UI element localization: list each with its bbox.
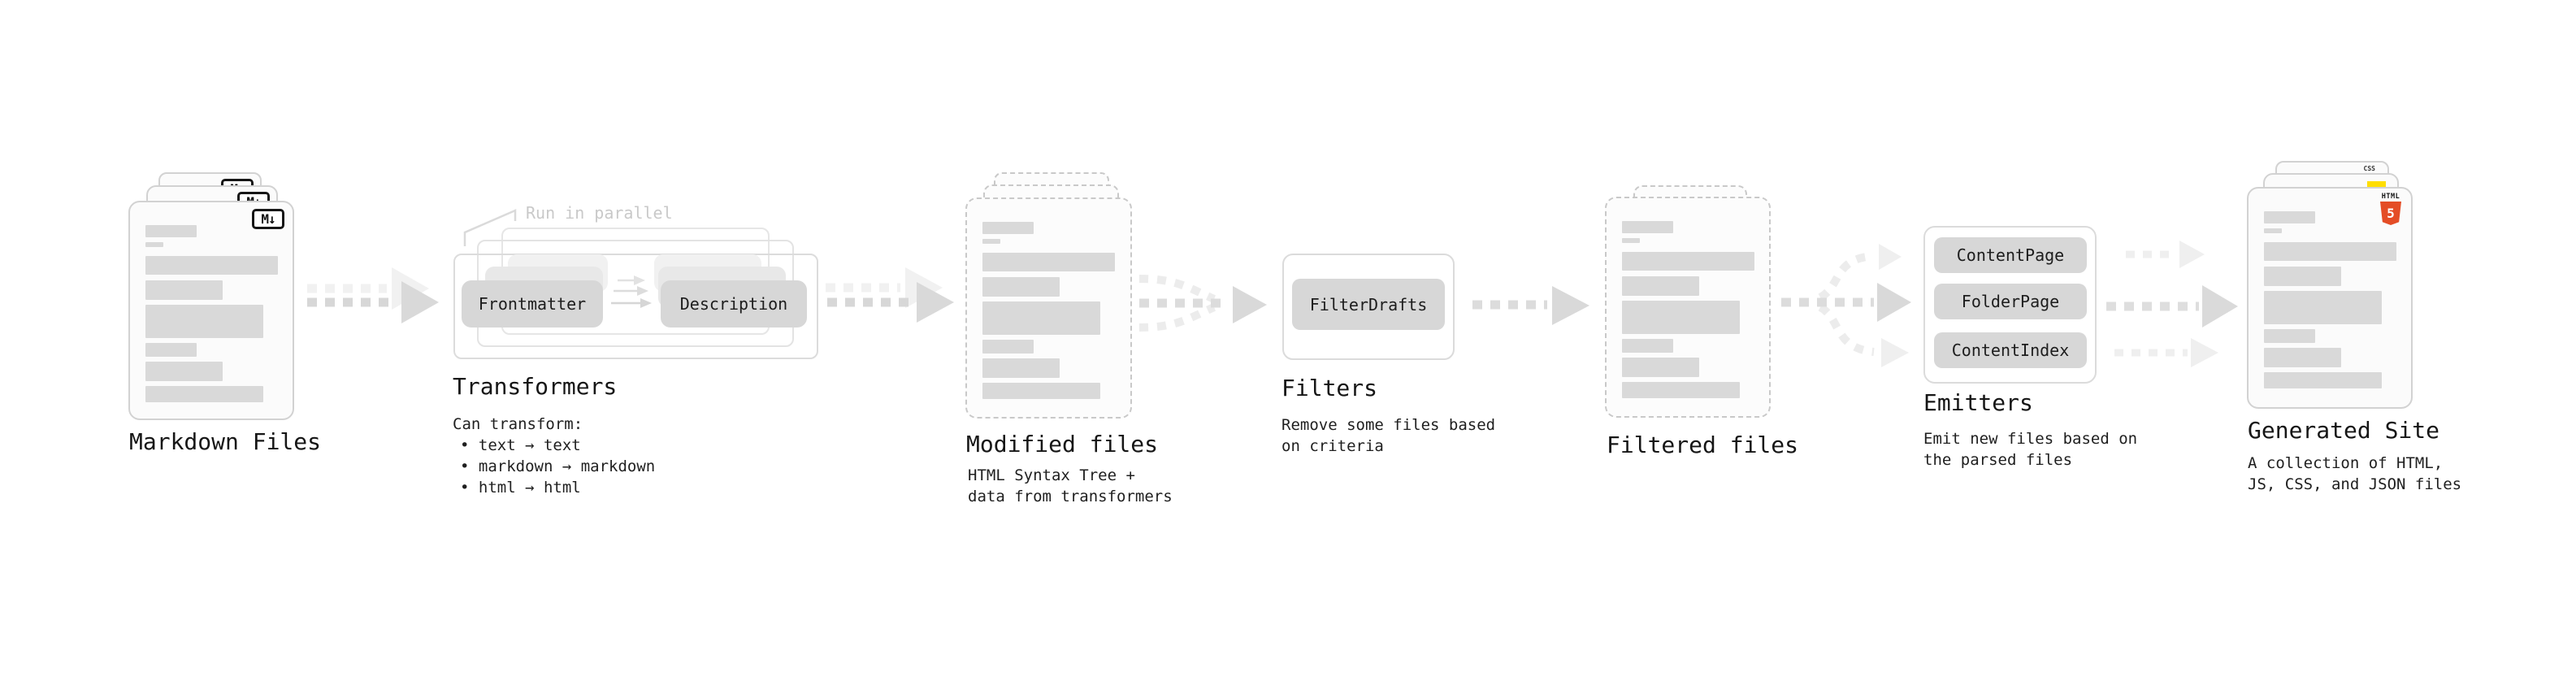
document-content-bars <box>1607 198 1769 416</box>
transform-bullet: • html → html <box>460 479 581 497</box>
description-chip: Description <box>661 280 807 327</box>
text-line-bar <box>145 362 223 381</box>
arrow-transformers-to-modified <box>826 267 954 323</box>
transform-bullet: • text → text <box>460 436 581 454</box>
text-line-bar <box>145 280 223 300</box>
text-line-bar <box>145 256 278 275</box>
generated-site-label: Generated Site <box>2248 417 2440 444</box>
text-line-bar <box>2264 372 2382 388</box>
text-line-bar <box>2264 329 2315 343</box>
frontmatter-chip: Frontmatter <box>462 280 603 327</box>
text-line-bar <box>1622 238 1640 243</box>
document-content-bars <box>967 199 1130 417</box>
text-line-bar <box>1622 252 1754 271</box>
arrows-emitters-to-generated <box>2106 241 2238 367</box>
html5-icon-number: 5 <box>2387 205 2395 221</box>
modified-files-label: Modified files <box>966 431 1159 458</box>
text-line-bar <box>982 222 1034 234</box>
description-line: A collection of HTML, <box>2248 454 2444 472</box>
filterdrafts-chip: FilterDrafts <box>1292 279 1445 330</box>
markdown-icon: M↓ <box>252 209 284 229</box>
generated-file-card-front: HTML 5 <box>2247 187 2413 409</box>
text-line-bar <box>2264 211 2315 223</box>
description-line: on criteria <box>1281 437 1384 455</box>
text-line-bar <box>2264 348 2341 367</box>
document-content-bars <box>130 202 293 419</box>
text-line-bar <box>1622 339 1673 353</box>
text-line-bar <box>1622 276 1699 296</box>
generated-site-description: A collection of HTML, JS, CSS, and JSON … <box>2248 453 2461 495</box>
text-line-bar <box>145 305 263 338</box>
filtered-files-label: Filtered files <box>1607 432 1799 458</box>
html5-icon-text: HTML <box>2381 193 2400 201</box>
text-line-bar <box>1622 358 1699 377</box>
filters-description: Remove some files based on criteria <box>1281 414 1495 457</box>
html5-icon: HTML 5 <box>2379 193 2403 225</box>
run-in-parallel-note: Run in parallel <box>526 203 673 223</box>
transformer-layer-box-front <box>453 254 818 359</box>
text-line-bar <box>2264 291 2382 324</box>
text-line-bar <box>2264 228 2282 233</box>
markdown-files-label: Markdown Files <box>129 428 322 455</box>
transformers-label: Transformers <box>453 373 618 400</box>
description-line: Emit new files based on <box>1923 430 2138 448</box>
text-line-bar <box>145 242 163 247</box>
text-line-bar <box>1622 221 1673 233</box>
html5-icon-shield: 5 <box>2380 202 2401 225</box>
text-line-bar <box>982 301 1100 335</box>
transformers-description: Can transform: • text → text • markdown … <box>453 414 655 498</box>
js-file-icon <box>2367 181 2386 190</box>
emitters-description: Emit new files based on the parsed files <box>1923 428 2137 471</box>
text-line-bar <box>145 386 263 402</box>
text-line-bar <box>1622 382 1740 398</box>
filters-label: Filters <box>1281 375 1378 401</box>
arrow-markdown-to-transformers <box>307 267 439 323</box>
transform-bullet: • markdown → markdown <box>460 458 656 475</box>
text-line-bar <box>145 343 197 357</box>
description-line: JS, CSS, and JSON files <box>2248 475 2462 493</box>
text-line-bar <box>982 340 1034 354</box>
description-line: HTML Syntax Tree + <box>968 466 1135 484</box>
text-line-bar <box>982 358 1060 378</box>
text-line-bar <box>982 277 1060 297</box>
text-line-bar <box>982 239 1000 244</box>
arrow-filtered-to-emitters-diverge <box>1781 244 1911 367</box>
document-content-bars <box>2249 189 2411 407</box>
text-line-bar <box>1622 301 1740 334</box>
contentindex-chip: ContentIndex <box>1934 332 2087 368</box>
emitters-label: Emitters <box>1923 389 2033 416</box>
modified-file-card-front <box>965 197 1132 419</box>
text-line-bar <box>2264 267 2341 286</box>
modified-files-description: HTML Syntax Tree + data from transformer… <box>968 465 1173 507</box>
text-line-bar <box>982 383 1100 399</box>
description-line: Remove some files based <box>1281 416 1496 434</box>
description-line: the parsed files <box>1923 451 2073 469</box>
description-line: data from transformers <box>968 488 1173 505</box>
folderpage-chip: FolderPage <box>1934 284 2087 319</box>
text-line-bar <box>2264 242 2396 261</box>
can-transform-title: Can transform: <box>453 415 583 433</box>
text-line-bar <box>145 225 197 237</box>
filtered-file-card-front <box>1605 197 1771 418</box>
markdown-file-card-front: M↓ <box>128 201 294 420</box>
arrow-filters-to-filtered <box>1472 286 1589 325</box>
contentpage-chip: ContentPage <box>1934 237 2087 273</box>
arrow-modified-to-filters-converge <box>1138 275 1267 332</box>
text-line-bar <box>982 253 1115 271</box>
